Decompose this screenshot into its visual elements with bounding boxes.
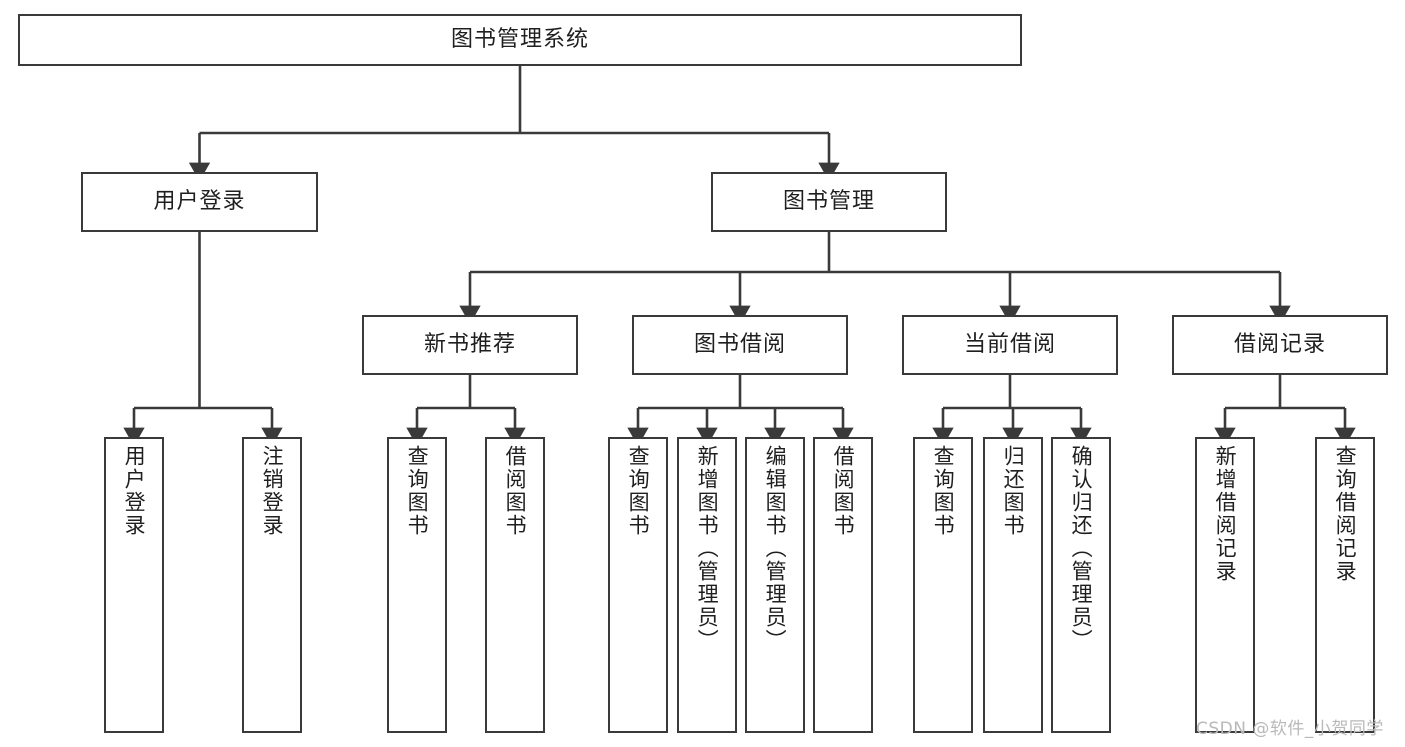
node-l3_0: 新书推荐 bbox=[362, 315, 578, 375]
node-leaf_3: 借阅图书 bbox=[485, 437, 545, 733]
node-label: 图书管理 bbox=[782, 188, 875, 214]
node-label: 借阅记录 bbox=[1233, 331, 1326, 357]
node-l3_2: 当前借阅 bbox=[902, 315, 1118, 375]
node-leaf_8: 查询图书 bbox=[913, 437, 973, 733]
node-label: 借阅图书 bbox=[503, 445, 528, 537]
node-leaf_10: 确认归还（管理员） bbox=[1051, 437, 1111, 733]
node-label: 新书推荐 bbox=[423, 331, 516, 357]
node-leaf_4: 查询图书 bbox=[608, 437, 668, 733]
node-label: 用户登录 bbox=[122, 445, 147, 537]
node-label: 注销登录 bbox=[260, 445, 285, 537]
node-label: 查询图书 bbox=[626, 445, 651, 537]
node-label: 确认归还（管理员） bbox=[1069, 445, 1094, 652]
node-l3_3: 借阅记录 bbox=[1172, 315, 1388, 375]
node-l2_0: 用户登录 bbox=[81, 172, 318, 232]
node-leaf_0: 用户登录 bbox=[104, 437, 164, 733]
node-label: 归还图书 bbox=[1001, 445, 1026, 537]
node-label: 查询借阅记录 bbox=[1333, 445, 1358, 583]
node-leaf_7: 借阅图书 bbox=[813, 437, 873, 733]
node-label: 查询图书 bbox=[931, 445, 956, 537]
node-l3_1: 图书借阅 bbox=[632, 315, 848, 375]
connector-lines bbox=[123, 66, 1356, 447]
node-label: 用户登录 bbox=[153, 188, 246, 214]
node-leaf_9: 归还图书 bbox=[983, 437, 1043, 733]
node-label: 图书管理系统 bbox=[450, 26, 589, 52]
node-l2_1: 图书管理 bbox=[711, 172, 947, 232]
node-label: 新增图书（管理员） bbox=[695, 445, 720, 652]
node-leaf_5: 新增图书（管理员） bbox=[677, 437, 737, 733]
node-label: 查询图书 bbox=[405, 445, 430, 537]
node-leaf_11: 新增借阅记录 bbox=[1195, 437, 1255, 733]
node-leaf_2: 查询图书 bbox=[387, 437, 447, 733]
node-label: 新增借阅记录 bbox=[1213, 445, 1238, 583]
node-label: 借阅图书 bbox=[831, 445, 856, 537]
node-leaf_1: 注销登录 bbox=[242, 437, 302, 733]
node-leaf_12: 查询借阅记录 bbox=[1315, 437, 1375, 733]
node-root: 图书管理系统 bbox=[18, 14, 1022, 66]
node-leaf_6: 编辑图书（管理员） bbox=[745, 437, 805, 733]
node-label: 当前借阅 bbox=[963, 331, 1056, 357]
node-label: 图书借阅 bbox=[693, 331, 786, 357]
node-label: 编辑图书（管理员） bbox=[763, 445, 788, 652]
